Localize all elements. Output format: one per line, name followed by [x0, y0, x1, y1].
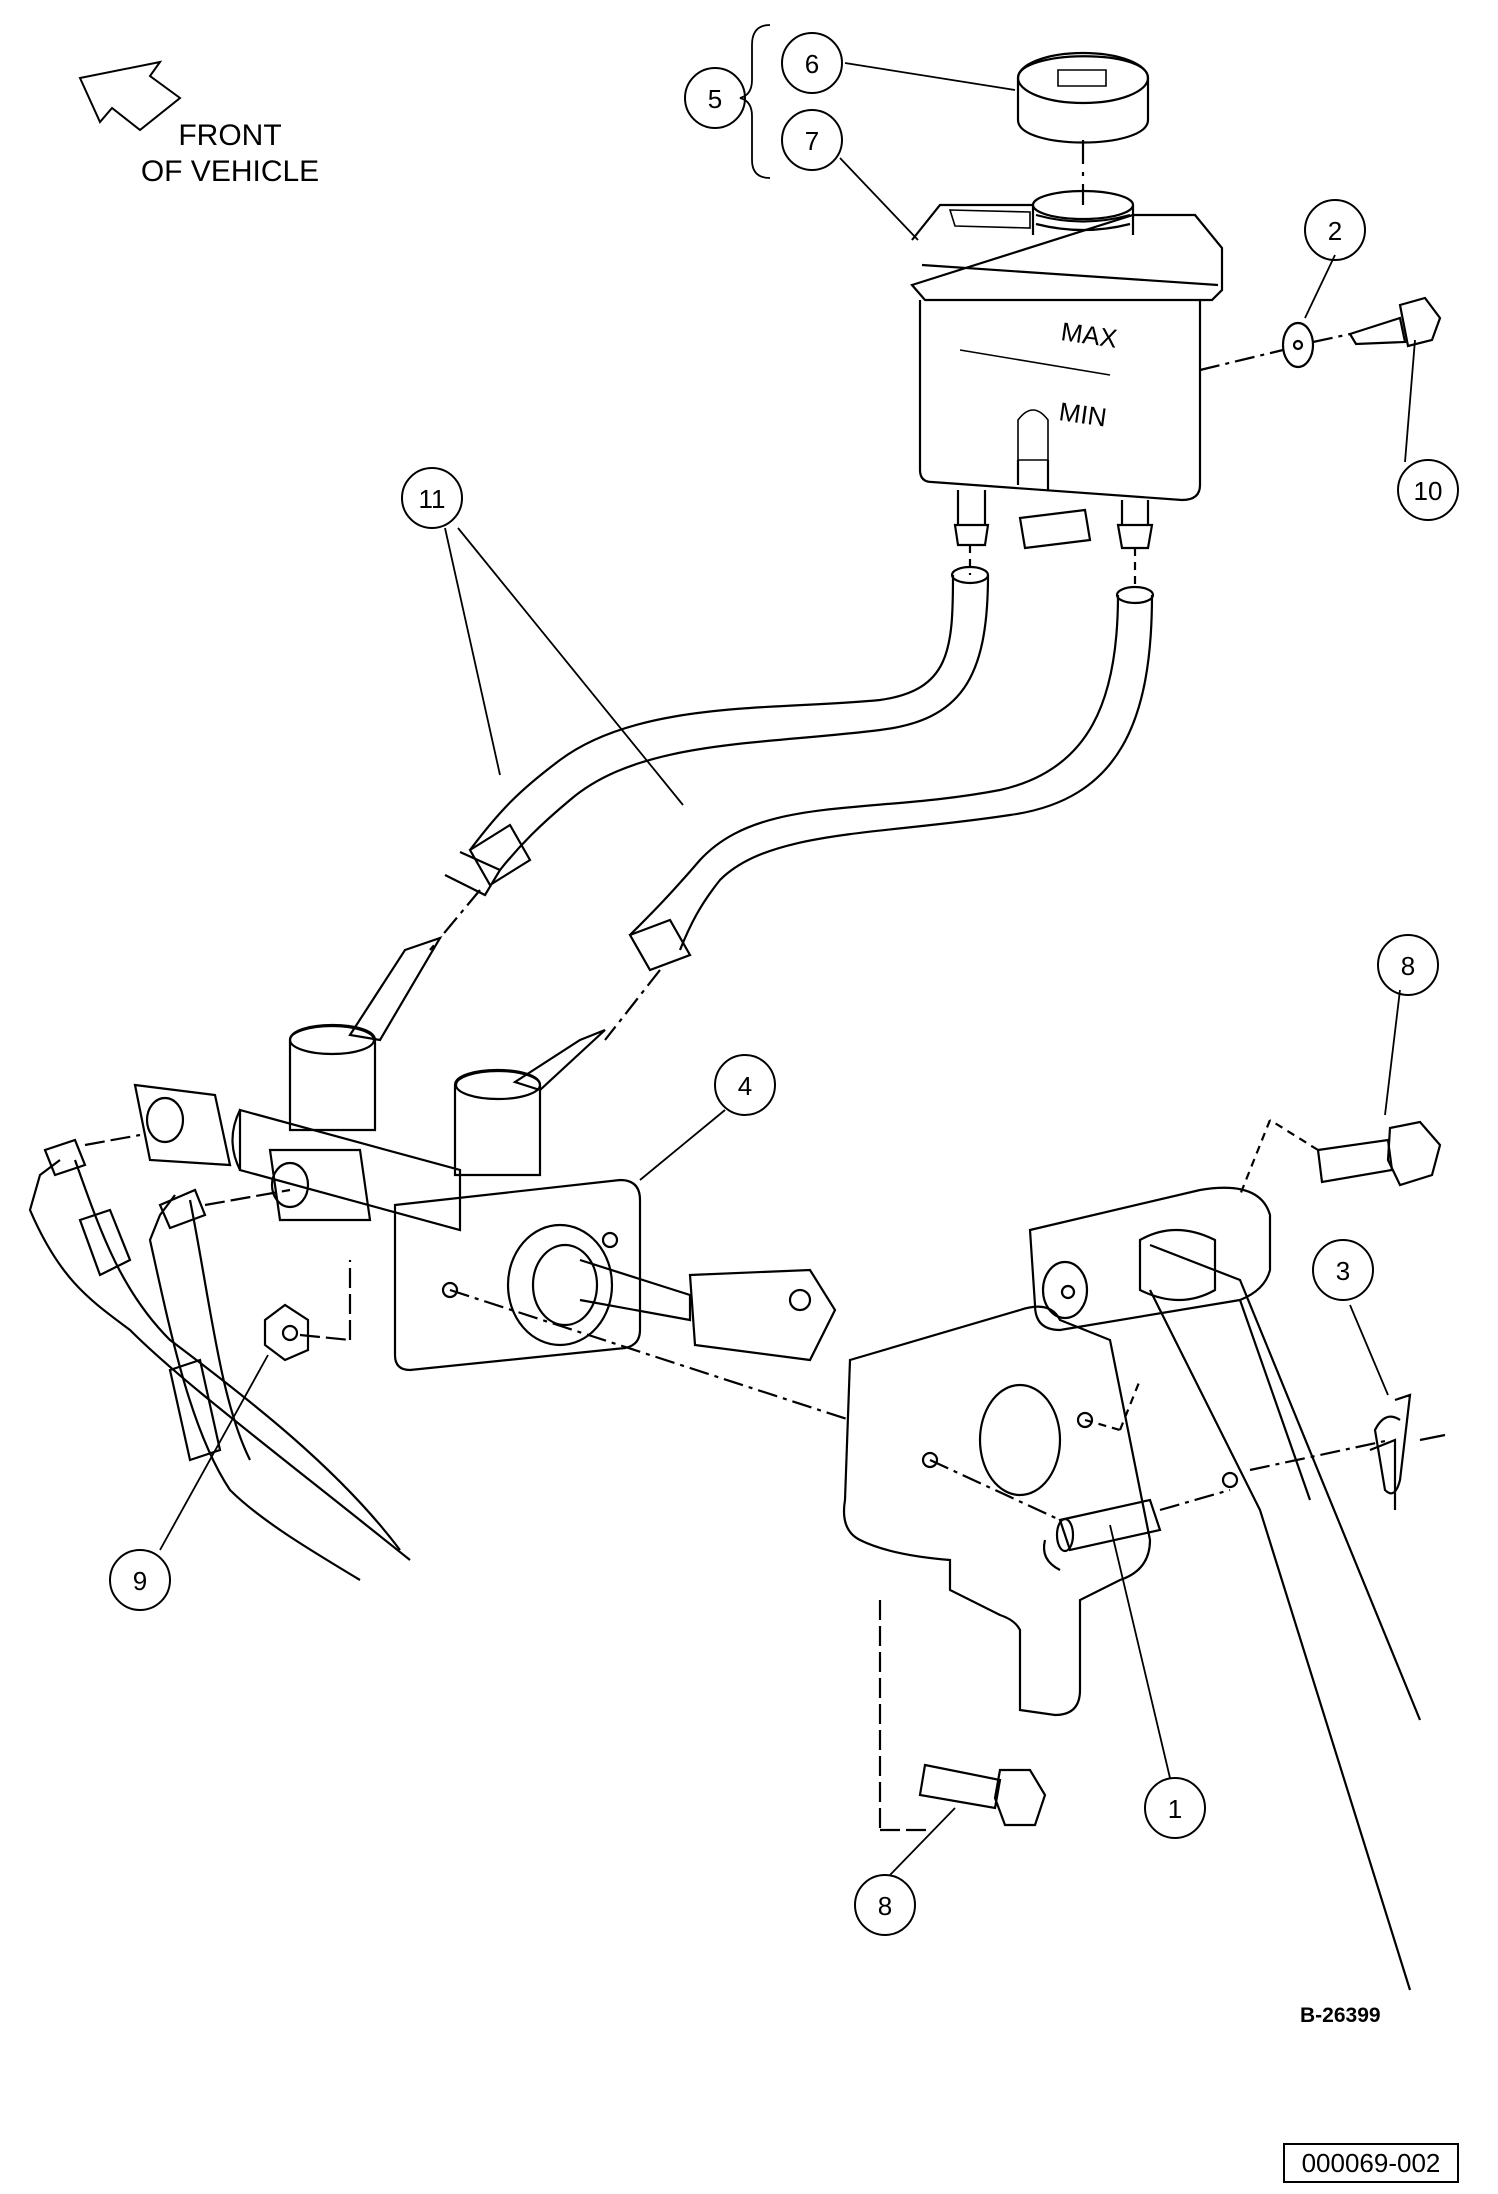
callout-leaders [159, 24, 1416, 1876]
front-label-line-2: OF VEHICLE [140, 155, 320, 188]
master-cylinder [133, 1023, 837, 1372]
callout-8-lower [854, 1874, 916, 1936]
drawing-id: B-26399 [1300, 2004, 1381, 2027]
fluid-reservoir [910, 189, 1224, 590]
mounting-screw [1348, 296, 1442, 348]
callout-number: 9 [133, 1566, 147, 1596]
pedal-bracket [449, 1186, 1422, 1991]
callout-3 [1312, 1239, 1374, 1301]
callout-number: 8 [1401, 951, 1415, 981]
callout-number: 1 [1168, 1794, 1182, 1824]
front-of-vehicle-label: FRONT OF VEHICLE [130, 118, 330, 190]
callout-number: 6 [805, 49, 819, 79]
callout-number: 3 [1336, 1256, 1350, 1286]
reservoir-cap [1016, 51, 1150, 205]
cotter-pin [1369, 1393, 1446, 1510]
callout-number: 11 [419, 484, 446, 514]
callout-number: 2 [1328, 216, 1342, 246]
brake-lines [28, 1133, 411, 1581]
bolt-lower [918, 1763, 1047, 1827]
callout-1 [1144, 1777, 1206, 1839]
min-mark: MIN [1057, 396, 1108, 432]
callout-11 [401, 467, 463, 529]
callout-numbers: 1 2 3 4 5 6 7 8 8 9 10 11 [133, 49, 1443, 1921]
callout-7 [781, 109, 843, 171]
callout-number: 10 [1414, 476, 1443, 506]
washer [1199, 321, 1351, 372]
callout-number: 8 [878, 1891, 892, 1921]
front-label-line-1: FRONT [178, 119, 282, 152]
callout-6 [781, 32, 843, 94]
callout-4 [714, 1054, 776, 1116]
callout-number: 7 [805, 126, 819, 156]
callout-number: 4 [738, 1071, 752, 1101]
figure-id: 000069-002 [1283, 2143, 1459, 2183]
callout-2 [1304, 199, 1366, 261]
max-mark: MAX [1059, 316, 1119, 354]
callout-9 [109, 1549, 171, 1611]
callout-circles [109, 32, 1459, 1936]
callout-number: 5 [708, 84, 722, 114]
reservoir-hoses [348, 565, 1155, 1092]
bolt-upper [1238, 1119, 1442, 1196]
callout-8-upper [1377, 934, 1439, 996]
callout-5 [684, 67, 746, 129]
callout-10 [1397, 459, 1459, 521]
front-arrow-icon [78, 60, 182, 132]
lock-nut [263, 1260, 352, 1362]
